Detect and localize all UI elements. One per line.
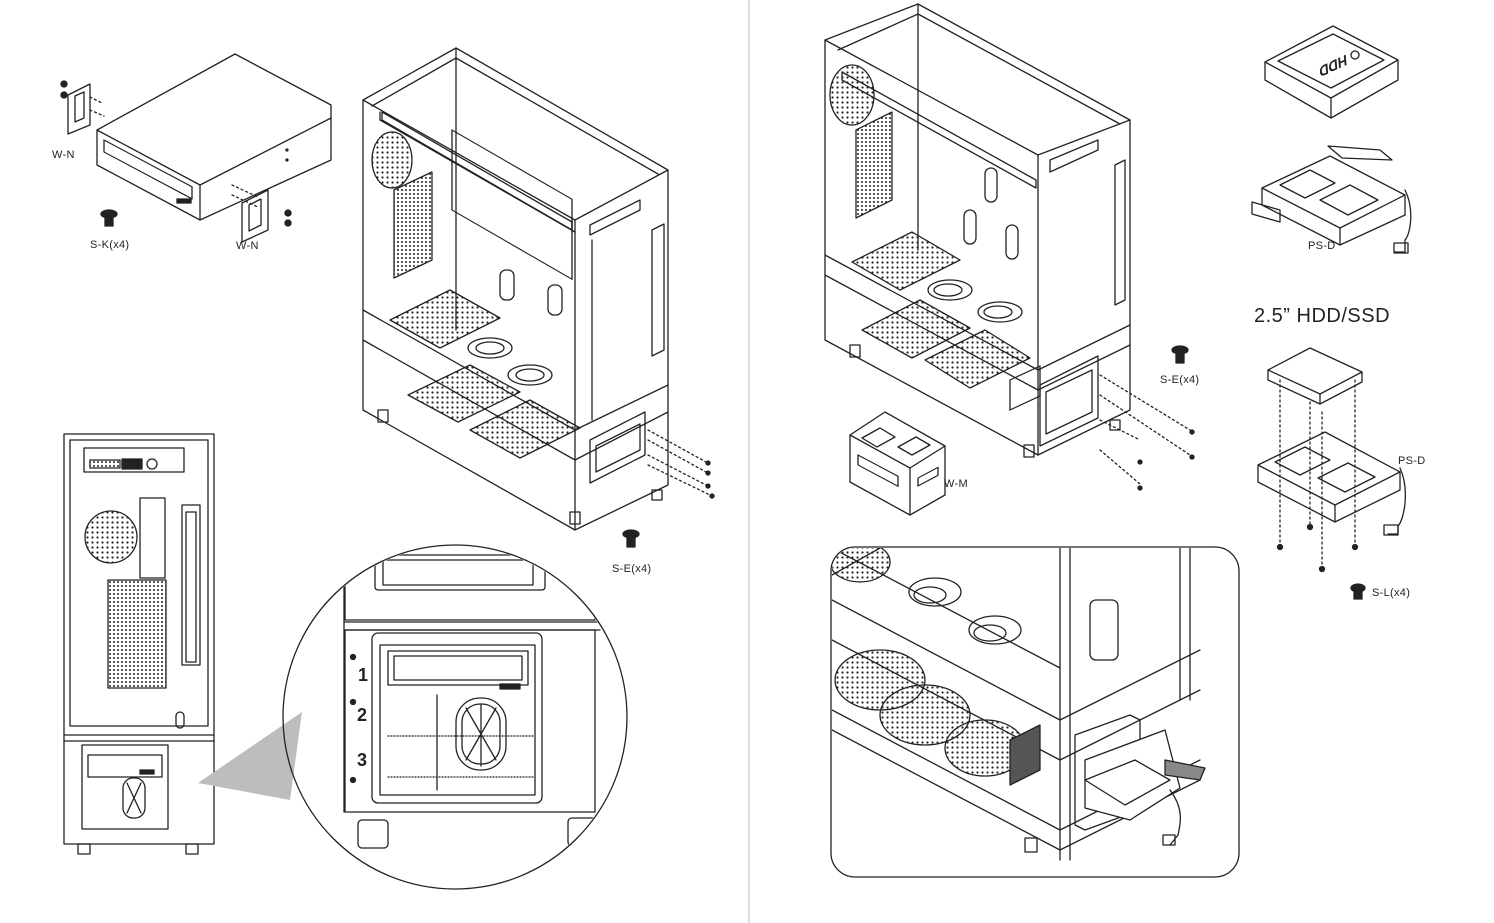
slot-number-3: 3	[357, 750, 368, 770]
wn-bracket-bottom	[231, 184, 292, 243]
label-wn-top: W-N	[52, 149, 75, 161]
psd-tray-top	[1251, 145, 1412, 254]
label-psd-top: PS-D	[1308, 240, 1336, 252]
wm-drive-cage	[849, 411, 946, 516]
psd-tray-bottom	[1257, 431, 1406, 573]
label-wn-bottom: W-N	[236, 240, 259, 252]
screw-icon-se-right	[1171, 345, 1189, 364]
optical-drive-assembly	[96, 53, 332, 221]
slot-number-1: 1	[358, 665, 369, 685]
label-sk: S-K(x4)	[90, 239, 130, 251]
label-sl: S-L(x4)	[1372, 587, 1411, 599]
chassis-front-view	[63, 433, 215, 855]
screw-icon-se-left	[622, 529, 640, 548]
label-se-left: S-E(x4)	[612, 563, 652, 575]
label-psd-bottom: PS-D	[1398, 455, 1426, 467]
label-se-right: S-E(x4)	[1160, 374, 1200, 386]
screw-icon-sl	[1350, 583, 1366, 600]
label-wm: W-M	[944, 478, 968, 490]
wn-bracket-top	[60, 80, 105, 135]
hdd-3-5	[1264, 25, 1399, 119]
hdd-insertion-inset	[830, 546, 1240, 878]
ssd-2-5	[1267, 347, 1363, 566]
zoom-circle	[282, 544, 628, 890]
slot-number-2: 2	[357, 705, 368, 725]
screw-icon-sk	[100, 209, 118, 227]
heading-hdd-ssd: 2.5” HDD/SSD	[1254, 305, 1391, 327]
zoom-wedge	[198, 712, 302, 800]
chassis-right-iso	[824, 3, 1195, 491]
chassis-left-iso	[362, 47, 715, 531]
